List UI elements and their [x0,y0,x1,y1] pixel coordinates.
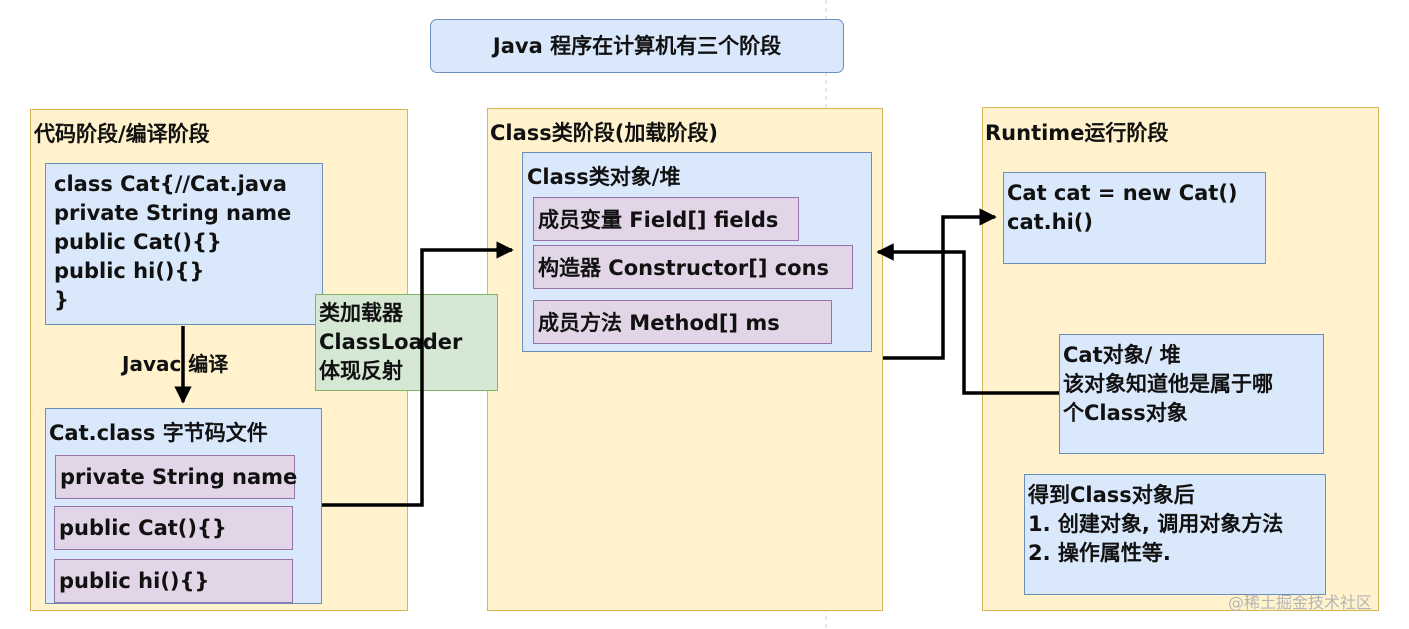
diagram-title: Java 程序在计算机有三个阶段 [492,33,782,58]
bytecode-item: public Cat(){} [54,506,293,550]
source-line: private String name [54,201,292,225]
cat-object-box: Cat对象/ 堆 该对象知道他是属于哪 个Class对象 [1059,334,1324,454]
classloader-line: 类加载器 [319,301,403,325]
runtime-stage-header: Runtime运行阶段 [985,121,1169,145]
cat-object-line: 该对象知道他是属于哪 [1063,372,1273,396]
source-line: public hi(){} [54,259,205,283]
runtime-code-arrow [883,208,997,360]
class-member-item: 成员变量 Field[] fields [533,197,799,241]
bytecode-item: private String name [55,455,297,499]
after-class-line: 1. 创建对象, 调用对象方法 [1028,512,1284,536]
bytecode-item: public hi(){} [54,559,293,603]
classloader-line: 体现反射 [319,359,403,383]
cat-object-line: Cat对象/ 堆 [1063,343,1181,367]
code-stage-header: 代码阶段/编译阶段 [34,122,210,146]
runtime-code-line: cat.hi() [1007,210,1093,234]
source-line: } [54,288,69,312]
compile-label: Javac 编译 [122,348,229,377]
after-class-line: 2. 操作属性等. [1028,541,1171,565]
bytecode-header: Cat.class 字节码文件 [49,421,268,445]
watermark: @稀土掘金技术社区 [1228,593,1373,612]
after-class-line: 得到Class对象后 [1028,483,1195,507]
class-member-item: 构造器 Constructor[] cons [533,245,853,289]
source-line: public Cat(){} [54,230,222,254]
runtime-code-line: Cat cat = new Cat() [1007,181,1238,205]
class-object-header: Class类对象/堆 [527,165,681,189]
cat-object-line: 个Class对象 [1063,401,1188,425]
source-line: class Cat{//Cat.java [54,172,287,196]
after-class-object-box: 得到Class对象后 1. 创建对象, 调用对象方法 2. 操作属性等. [1024,474,1326,595]
runtime-code-box: Cat cat = new Cat() cat.hi() [1003,172,1266,264]
class-member-item: 成员方法 Method[] ms [533,300,832,344]
classloader-line: ClassLoader [319,330,463,354]
class-stage-header: Class类阶段(加载阶段) [490,121,718,145]
classloader-box: 类加载器 ClassLoader 体现反射 [315,294,498,391]
diagram-title-box: Java 程序在计算机有三个阶段 [430,19,844,73]
source-code-box: class Cat{//Cat.java private String name… [45,163,323,325]
